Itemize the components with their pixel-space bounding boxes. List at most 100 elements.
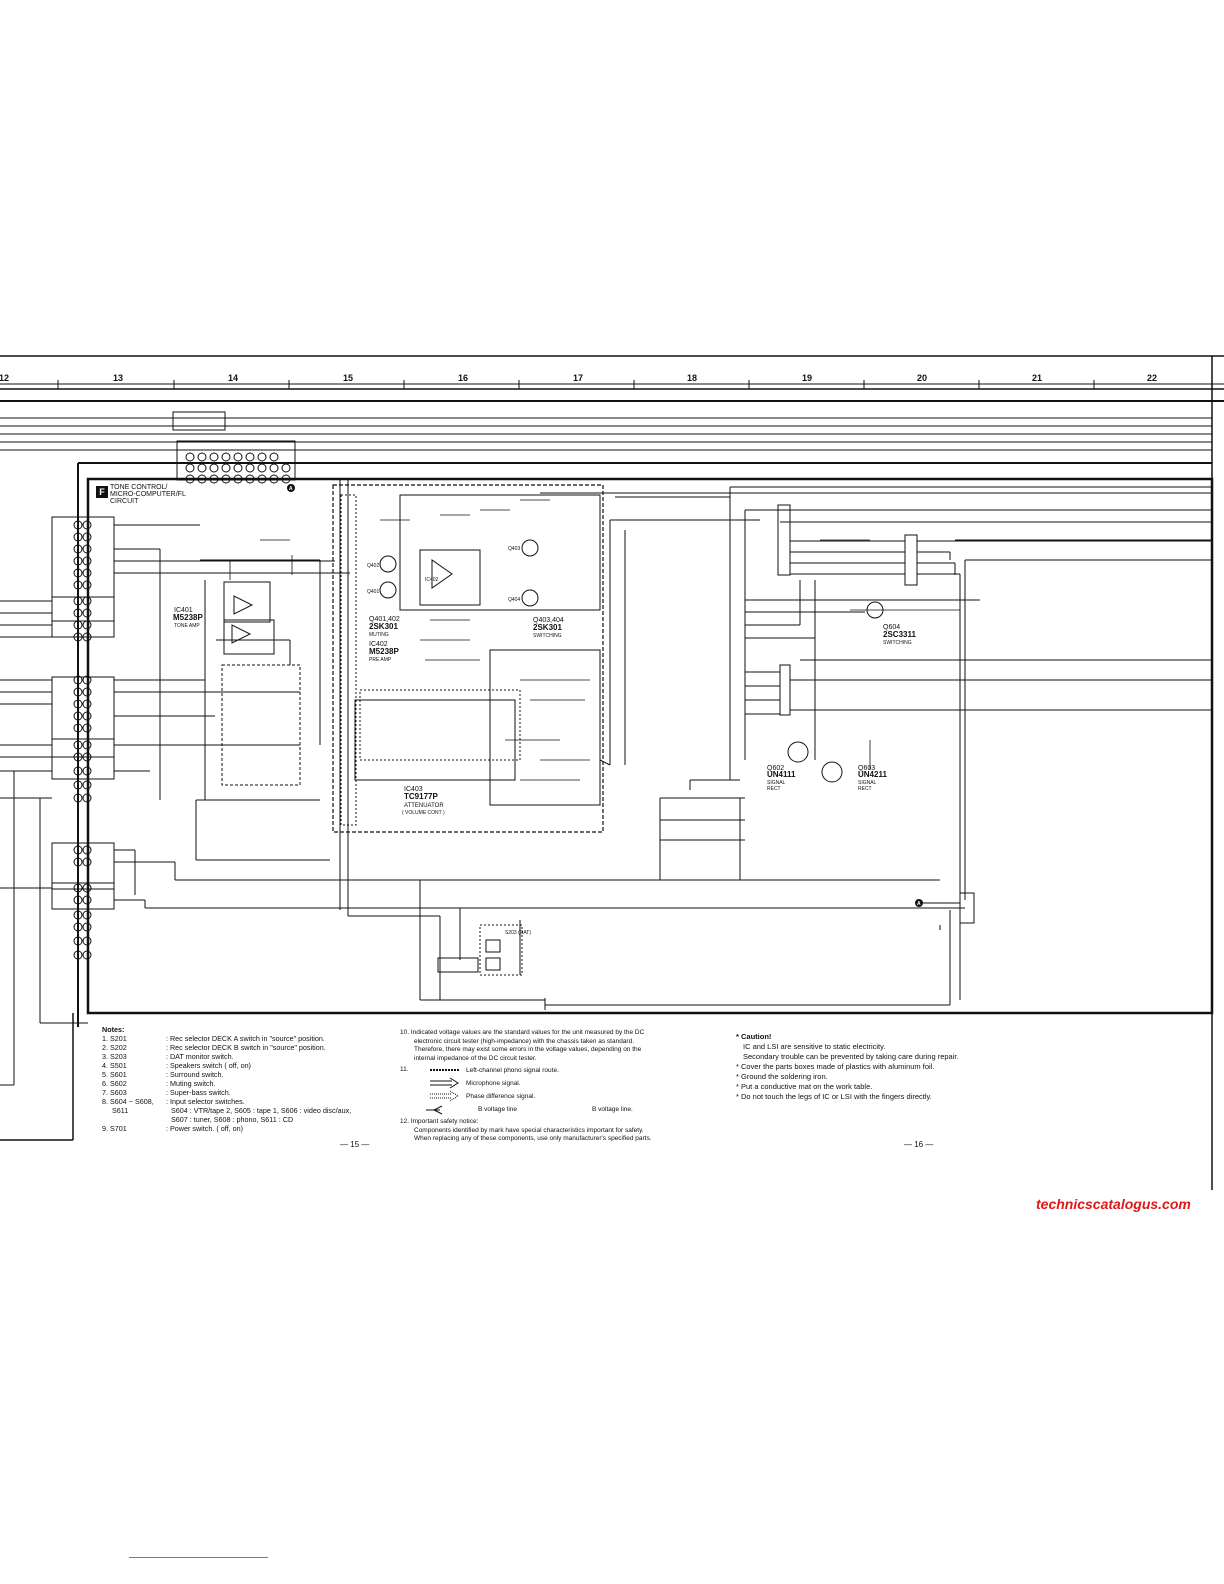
q602-label: Q602 bbox=[767, 765, 785, 772]
note-key: 9. S701 bbox=[102, 1124, 127, 1133]
q403-desc: SWITCHING bbox=[533, 633, 562, 639]
note-key bbox=[102, 1115, 166, 1124]
note-row: 7. S603: Super-bass switch. bbox=[102, 1088, 392, 1097]
grid-col-16: 16 bbox=[457, 373, 469, 383]
note-row: 4. S501 : Speakers switch ( off, on) bbox=[102, 1061, 392, 1070]
note-text: : Input selector switches. bbox=[166, 1097, 245, 1106]
note-key: 4. S501 bbox=[102, 1061, 127, 1070]
legend-bplus: B voltage line bbox=[478, 1106, 518, 1113]
note-key: 3. S203 bbox=[102, 1052, 127, 1061]
grid-col-15: 15 bbox=[342, 373, 354, 383]
grid-col-13: 13 bbox=[112, 373, 124, 383]
note-text: : Surround switch. bbox=[166, 1070, 224, 1079]
notes-block: Notes: 1. S201 : Rec selector DECK A swit… bbox=[102, 1025, 392, 1133]
ic401-label: IC401 bbox=[174, 607, 193, 614]
note-text: S607 : tuner, S608 : phono, S611 : CD bbox=[171, 1115, 294, 1124]
svg-text:A: A bbox=[917, 901, 921, 907]
note11-label: 11. bbox=[400, 1066, 409, 1073]
note12-line1: 12. Important safety notice: bbox=[400, 1118, 479, 1125]
note-row: 2. S202 : Rec selector DECK B switch in "… bbox=[102, 1043, 392, 1052]
q401-desc: MUTING bbox=[369, 632, 389, 638]
q403-tag: Q403 bbox=[508, 546, 521, 552]
q603-part: UN4211 bbox=[858, 770, 887, 779]
grid-col-19: 19 bbox=[801, 373, 813, 383]
note-key: 2. S202 bbox=[102, 1043, 127, 1052]
note-row: 9. S701 : Power switch. ( off, on) bbox=[102, 1124, 392, 1133]
q604-desc: SWITCHING bbox=[883, 640, 912, 646]
ic401-desc: TONE AMP bbox=[174, 623, 200, 629]
page-number-right: — 16 — bbox=[904, 1140, 934, 1149]
caution-line5: * Put a conductive mat on the work table… bbox=[736, 1082, 873, 1091]
q402-tag: Q402 bbox=[367, 563, 380, 569]
legend-mic: Microphone signal. bbox=[466, 1080, 521, 1087]
note-row: 5. S601 : Surround switch. bbox=[102, 1070, 392, 1079]
q602-desc2: RECT bbox=[767, 786, 781, 792]
ic402-tag: IC402 bbox=[425, 577, 439, 583]
ic402-desc: PRE AMP bbox=[369, 657, 392, 663]
note10-line1: 10. Indicated voltage values are the sta… bbox=[400, 1029, 645, 1036]
ic402-label: IC402 bbox=[369, 641, 388, 648]
note-key: 8. S604 ~ S608, bbox=[102, 1097, 154, 1106]
q604-part: 2SC3311 bbox=[883, 630, 916, 639]
q603-desc1: SIGNAL bbox=[858, 780, 877, 786]
grid-col-14: 14 bbox=[227, 373, 239, 383]
note-key: 5. S601 bbox=[102, 1070, 127, 1079]
caution-line6: * Do not touch the legs of IC or LSI wit… bbox=[736, 1092, 932, 1101]
block-title-line3: CIRCUIT bbox=[110, 498, 139, 505]
q401-part: 2SK301 bbox=[369, 622, 398, 631]
note-row: 6. S602: Muting switch. bbox=[102, 1079, 392, 1088]
note-text: : Power switch. ( off, on) bbox=[166, 1124, 243, 1133]
brand-watermark[interactable]: technicscatalogus.com bbox=[1036, 1196, 1191, 1212]
note-text: : Rec selector DECK A switch in "source"… bbox=[166, 1034, 325, 1043]
note12-line3: When replacing any of these components, … bbox=[414, 1135, 652, 1142]
ic401-part: M5238P bbox=[173, 613, 203, 622]
ic403-desc1: ATTENUATOR bbox=[404, 803, 444, 809]
ic403-part: TC9177P bbox=[404, 792, 438, 801]
grid-col-20: 20 bbox=[916, 373, 928, 383]
legend-bminus: B voltage line. bbox=[592, 1106, 633, 1113]
note-text: : Rec selector DECK B switch in "source"… bbox=[166, 1043, 326, 1052]
note-row: S607 : tuner, S608 : phono, S611 : CD bbox=[102, 1115, 392, 1124]
q603-desc2: RECT bbox=[858, 786, 872, 792]
bottom-rule bbox=[129, 1557, 268, 1558]
note10-line2: electronic circuit tester (high-impedanc… bbox=[414, 1037, 635, 1045]
note12-line2: Components identified by mark have speci… bbox=[414, 1126, 644, 1134]
note-row: 3. S203 : DAT monitor switch. bbox=[102, 1052, 392, 1061]
caution-title: * Caution! bbox=[736, 1032, 772, 1041]
note-row: 8. S604 ~ S608, : Input selector switches… bbox=[102, 1097, 392, 1106]
note-text: : DAT monitor switch. bbox=[166, 1052, 234, 1061]
notes-heading: Notes: bbox=[102, 1025, 125, 1034]
block-title-line1: TONE CONTROL/ bbox=[110, 484, 168, 491]
note-key: S611 bbox=[112, 1106, 129, 1115]
note12-block: 12. Important safety notice: Components … bbox=[400, 1118, 730, 1144]
caution-line2: Secondary trouble can be prevented by ta… bbox=[743, 1052, 959, 1061]
caution-line4: * Ground the soldering iron. bbox=[736, 1072, 828, 1081]
q403-part: 2SK301 bbox=[533, 623, 562, 632]
grid-col-22: 22 bbox=[1146, 373, 1158, 383]
legend-phase: Phase difference signal. bbox=[466, 1093, 536, 1100]
note10-line4: internal impedance of the DC circuit tes… bbox=[414, 1054, 537, 1062]
q603-label: Q603 bbox=[858, 765, 876, 772]
grid-col-18: 18 bbox=[686, 373, 698, 383]
ic402-part: M5238P bbox=[369, 647, 399, 656]
s203-label: S203 (DAT) bbox=[505, 930, 532, 936]
note-row: S611 S604 : VTR/tape 2, S605 : tape 1, S6… bbox=[102, 1106, 392, 1115]
note-text: : Speakers switch ( off, on) bbox=[166, 1061, 251, 1070]
caution-block: * Caution! IC and LSI are sensitive to s… bbox=[736, 1032, 959, 1102]
grid-col-17: 17 bbox=[572, 373, 584, 383]
q604-label: Q604 bbox=[883, 624, 901, 631]
grid-col-12: 12 bbox=[0, 373, 10, 383]
block-letter: F bbox=[96, 486, 108, 498]
svg-text:A: A bbox=[289, 486, 293, 492]
note-key: 1. S201 bbox=[102, 1034, 127, 1043]
note-key: 6. S602 bbox=[102, 1079, 127, 1088]
page-number-left: — 15 — bbox=[340, 1140, 370, 1149]
q401-tag: Q401 bbox=[367, 589, 380, 595]
grid-col-21: 21 bbox=[1031, 373, 1043, 383]
ic403-label: IC403 bbox=[404, 786, 423, 793]
q602-desc1: SIGNAL bbox=[767, 780, 786, 786]
note-text: S604 : VTR/tape 2, S605 : tape 1, S606 :… bbox=[171, 1106, 352, 1115]
note-row: 1. S201 : Rec selector DECK A switch in "… bbox=[102, 1034, 392, 1043]
block-title-line2: MICRO-COMPUTER/FL bbox=[110, 491, 186, 498]
